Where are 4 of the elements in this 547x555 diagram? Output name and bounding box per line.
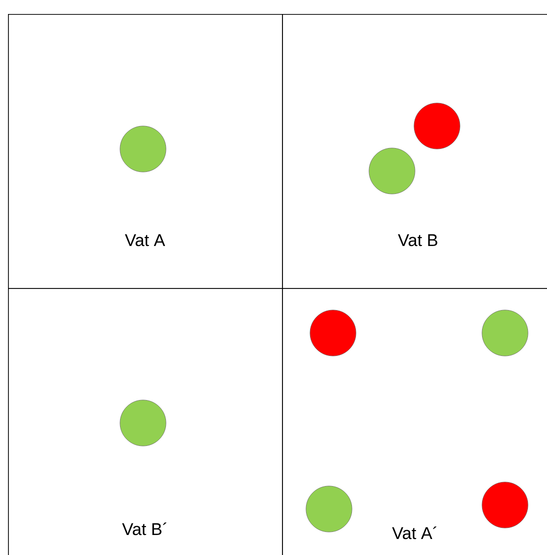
vat-cell: Vat A [8, 14, 283, 289]
vat-cell: Vat B´ [8, 288, 283, 555]
vat-cell: Vat B [282, 14, 547, 289]
vat-cell: Vat A´ [282, 288, 547, 555]
